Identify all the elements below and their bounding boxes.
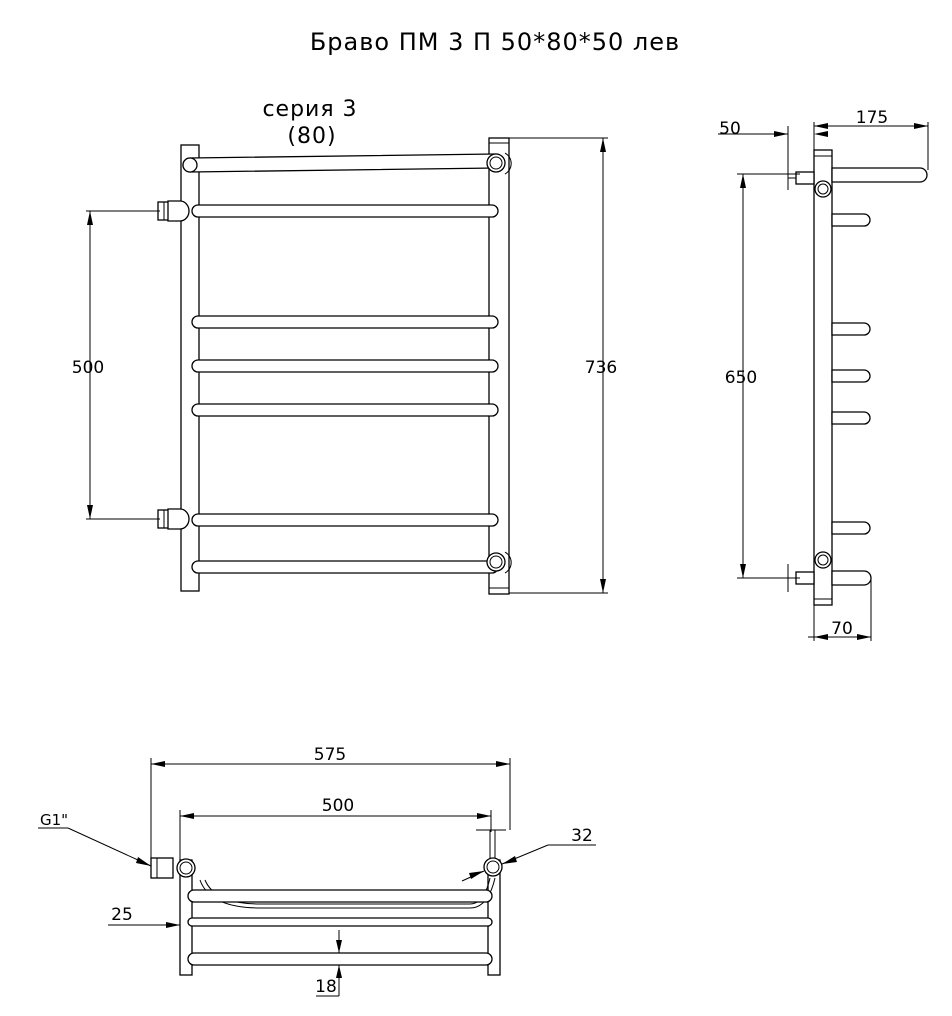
- dim-side-50: 50: [719, 119, 741, 139]
- side-upright: [813, 149, 833, 606]
- rungs: [191, 204, 499, 574]
- thread-callout: G1": [38, 811, 152, 867]
- rung: [191, 359, 499, 373]
- thread-label: G1": [40, 811, 68, 829]
- dim-right-736: 736: [585, 358, 617, 378]
- rung: [191, 513, 499, 527]
- dimension-top-side: 50 175: [718, 108, 929, 170]
- rung: [191, 403, 499, 417]
- rung: [191, 315, 499, 329]
- series-code-label: (80): [287, 124, 336, 149]
- front-view: серия 3 (80): [72, 97, 617, 595]
- top-left-joint: [182, 157, 198, 173]
- dimension-18: 18: [315, 930, 342, 997]
- side-connector-top: [787, 156, 815, 190]
- dim-rung-18: 18: [315, 977, 337, 997]
- drawing-title: Браво ПМ 3 П 50*80*50 лев: [310, 28, 680, 56]
- dimension-736: 736: [509, 137, 617, 594]
- top-rung: [187, 889, 493, 903]
- dim-side-70: 70: [831, 619, 853, 639]
- pipe-callout: 32: [461, 826, 596, 882]
- side-top-shelf: [831, 167, 928, 183]
- dimension-575: 575: [150, 745, 511, 862]
- rung: [191, 204, 499, 218]
- inlet-connector-top: [157, 200, 190, 222]
- dimension-500-left: 500: [72, 210, 160, 520]
- pipe-diameter-label: 32: [571, 826, 593, 846]
- dim-side-650: 650: [725, 368, 757, 388]
- top-shelf-bar: [182, 153, 504, 173]
- side-view: 650 50 175 70: [718, 108, 929, 641]
- top-view: 575 500 G1" 32: [38, 745, 596, 997]
- inlet-connector-bottom: [157, 508, 190, 530]
- dimension-500-top: 500: [179, 796, 492, 860]
- dimension-650: 650: [725, 173, 800, 579]
- dim-offset-25: 25: [111, 905, 133, 925]
- side-bottom-bar: [831, 570, 872, 586]
- dim-left-500: 500: [72, 358, 104, 378]
- dim-top-575: 575: [314, 745, 346, 765]
- series-label: серия 3: [262, 97, 357, 122]
- top-rung: [187, 952, 493, 966]
- dimension-25: 25: [108, 905, 180, 928]
- side-rung-stubs: [831, 213, 871, 535]
- dim-top-500: 500: [322, 796, 354, 816]
- dimension-70: 70: [808, 578, 872, 641]
- dim-side-175: 175: [856, 108, 888, 128]
- rung: [191, 560, 499, 574]
